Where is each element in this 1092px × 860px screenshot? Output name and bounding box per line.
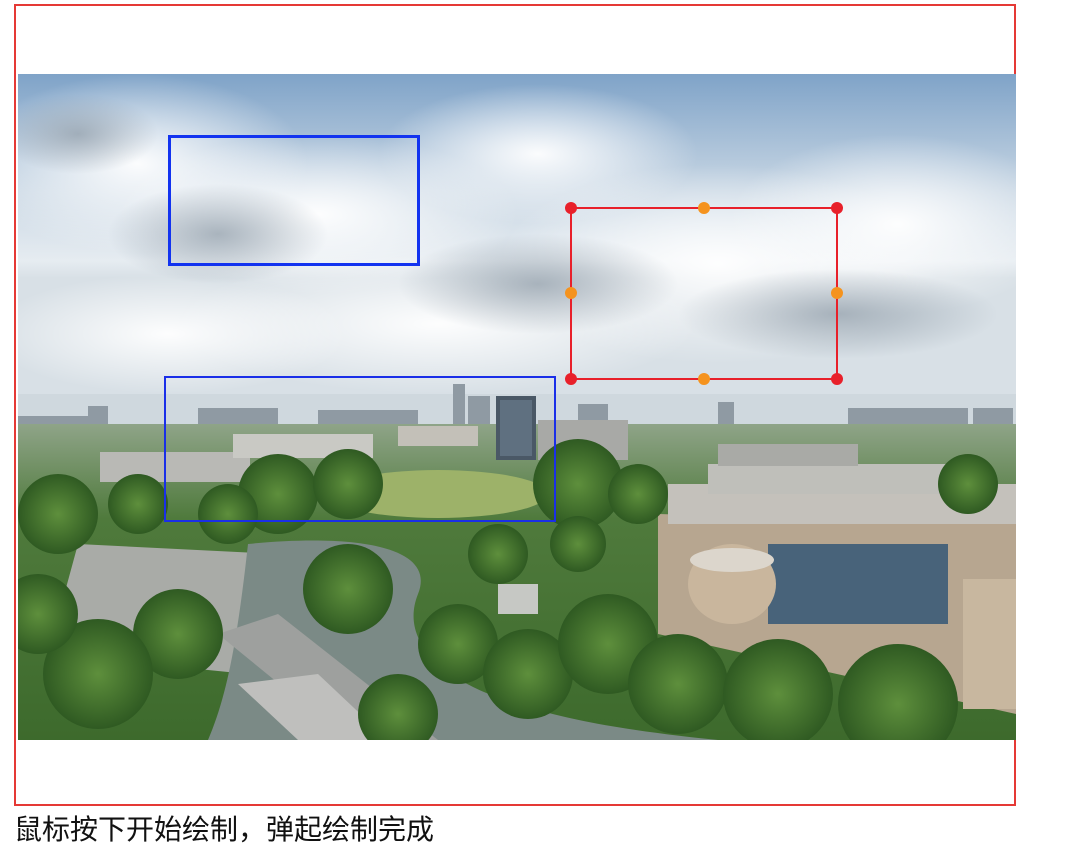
blue-rectangle-annotation[interactable] <box>168 135 420 266</box>
resize-handle-left[interactable] <box>565 287 577 299</box>
resize-handle-bottom-right[interactable] <box>831 373 843 385</box>
resize-handle-top-left[interactable] <box>565 202 577 214</box>
resize-handle-top[interactable] <box>698 202 710 214</box>
blue-rectangle-annotation[interactable] <box>164 376 556 522</box>
campus-aerial-photo[interactable] <box>18 74 1016 740</box>
drawing-canvas[interactable] <box>14 4 1016 806</box>
instruction-caption: 鼠标按下开始绘制，弹起绘制完成 <box>14 813 435 846</box>
selected-red-rectangle-annotation[interactable] <box>570 207 838 380</box>
resize-handle-bottom-left[interactable] <box>565 373 577 385</box>
resize-handle-top-right[interactable] <box>831 202 843 214</box>
resize-handle-bottom[interactable] <box>698 373 710 385</box>
resize-handle-right[interactable] <box>831 287 843 299</box>
